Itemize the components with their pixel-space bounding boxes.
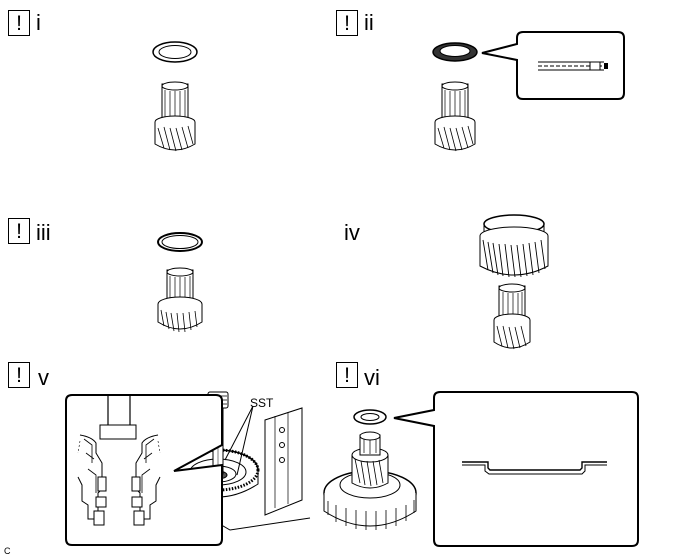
sst-leader-lines [224, 405, 254, 476]
shaft-with-ring-illustration [157, 232, 203, 333]
warning-mark-icon: ! [336, 10, 358, 36]
step-label-v: v [38, 365, 49, 390]
shaft-with-thrust-bearing-illustration [432, 42, 478, 152]
figure-code: C [4, 546, 11, 556]
gear-over-shaft-illustration [479, 214, 549, 350]
bearing-detail-callout [481, 31, 625, 100]
step-label-iii: iii [36, 220, 51, 245]
step-label-ii: ii [364, 10, 374, 35]
washer-profile-callout [393, 391, 639, 547]
sst-label: SST [250, 396, 274, 410]
warning-mark-icon: ! [8, 362, 30, 388]
step-label-i: i [36, 10, 41, 35]
warning-mark-icon: ! [8, 10, 30, 36]
cross-section-callout [65, 394, 223, 546]
step-label-iv: iv [344, 220, 360, 245]
warning-mark-icon: ! [8, 218, 30, 244]
step-label-vi: vi [364, 365, 380, 390]
shaft-with-washer-illustration [152, 41, 198, 152]
warning-mark-icon: ! [336, 362, 358, 388]
gear-assembly-with-washer-illustration [323, 409, 417, 530]
